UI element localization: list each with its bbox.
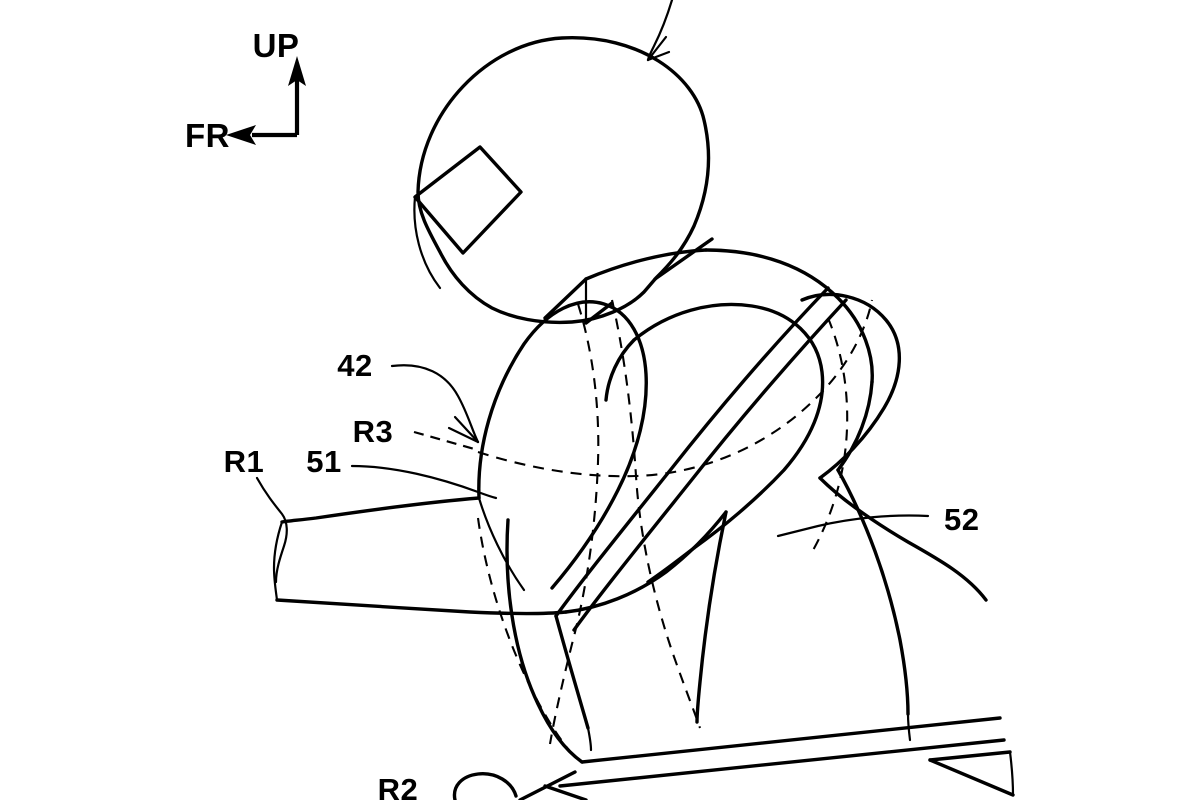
leader-top-helmet-barb-b bbox=[646, 50, 671, 62]
hidden-line-seat-frame-b bbox=[610, 299, 701, 729]
rear-leg-outer-contour bbox=[836, 468, 910, 716]
forearm-elbow-seam bbox=[477, 496, 526, 592]
leader-42-barb-a bbox=[447, 426, 480, 444]
leader-top-helmet-line bbox=[646, 0, 674, 62]
arm-upper-contour bbox=[632, 302, 825, 550]
leader-top-helmet-barb-a bbox=[646, 35, 668, 62]
thigh-front-contour bbox=[505, 518, 584, 764]
orientation-axes bbox=[226, 56, 306, 145]
leader-52-line bbox=[776, 514, 930, 538]
hidden-line-backrest bbox=[811, 317, 849, 553]
label-52: 52 bbox=[944, 502, 979, 537]
shin-front-line bbox=[554, 614, 590, 730]
label-r1: R1 bbox=[224, 444, 265, 479]
bottom-circular-element bbox=[452, 772, 518, 800]
seatback-loop-upper bbox=[800, 292, 902, 480]
helmet-shell-outline bbox=[416, 36, 711, 325]
helmet-visor-outline bbox=[413, 145, 523, 255]
hidden-line-r3-arc bbox=[477, 299, 874, 478]
seat-pan-front-line bbox=[558, 738, 1006, 788]
shin-front-tick bbox=[586, 726, 593, 752]
leader-r1-line bbox=[255, 476, 288, 584]
seat-lower-group bbox=[452, 468, 1015, 800]
neck-collar-group bbox=[543, 237, 714, 325]
torso-diagonal-strap-inner bbox=[572, 298, 848, 632]
seat-pan-top-line bbox=[580, 716, 1002, 764]
footrest-wedge-diagonal bbox=[928, 758, 1015, 797]
neck-upper-edge bbox=[653, 237, 714, 281]
hidden-lines-group bbox=[476, 299, 874, 755]
helmet-chin-line bbox=[413, 195, 442, 290]
shin-rear-line bbox=[695, 510, 728, 724]
label-42: 42 bbox=[337, 348, 372, 383]
torso-diagonal-strap bbox=[554, 286, 830, 618]
leader-42 bbox=[390, 364, 480, 444]
neck-lower-edge bbox=[584, 248, 708, 281]
hidden-line-lower-left bbox=[476, 517, 573, 755]
forearm-wrist-cap bbox=[272, 520, 284, 602]
footrest-wedge-top bbox=[928, 750, 1012, 762]
leader-top-helmet bbox=[646, 0, 674, 62]
axis-up-arrowhead bbox=[288, 56, 306, 86]
label-r2: R2 bbox=[378, 772, 419, 800]
label-51: 51 bbox=[306, 444, 341, 479]
helmet-group bbox=[413, 36, 711, 325]
hidden-line-seat-frame-a bbox=[548, 303, 600, 745]
leader-51-line bbox=[350, 464, 498, 500]
axis-label-up: UP bbox=[253, 27, 300, 64]
elbow-cap-contour bbox=[477, 300, 648, 590]
arm-front-contour bbox=[604, 338, 636, 402]
back-inner-contour bbox=[836, 380, 874, 472]
forearm-group bbox=[272, 300, 728, 616]
leader-42-barb-b bbox=[453, 415, 480, 444]
axis-label-fr: FR bbox=[185, 117, 230, 154]
axis-fr-arrowhead bbox=[226, 125, 256, 145]
forearm-bottom-edge bbox=[275, 598, 568, 616]
leader-42-line bbox=[390, 364, 480, 444]
neck-front-edge bbox=[543, 277, 588, 320]
label-r3: R3 bbox=[353, 414, 394, 449]
footrest-wedge-edge bbox=[1008, 750, 1015, 797]
leader-r3-line bbox=[413, 430, 479, 452]
elbow-lower-contour bbox=[564, 510, 728, 614]
forearm-top-edge bbox=[280, 496, 481, 524]
bottom-cropped-line-b bbox=[543, 784, 588, 800]
rear-leg-tick bbox=[906, 712, 912, 742]
seatback-loop-lower bbox=[818, 476, 988, 602]
